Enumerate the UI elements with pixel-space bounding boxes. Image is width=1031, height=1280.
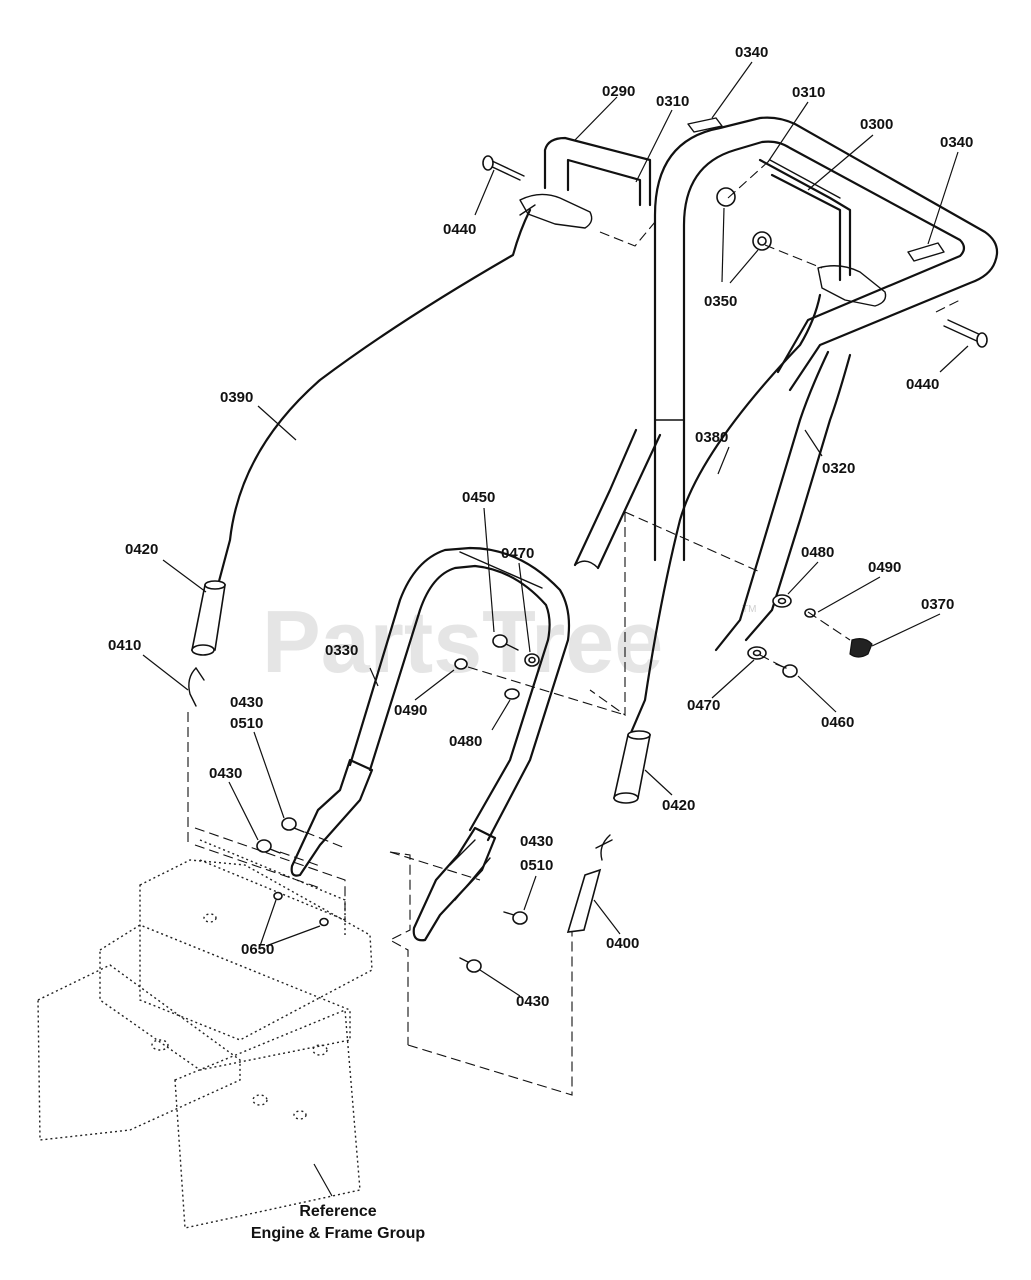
spacers-0350 (716, 187, 772, 251)
callout-0370: 0370 (921, 596, 954, 613)
callout-0430-d: 0430 (516, 993, 549, 1010)
callout-0490-left: 0490 (394, 702, 427, 719)
callout-0510-b: 0510 (520, 857, 553, 874)
callout-0330: 0330 (325, 642, 358, 659)
callout-0300: 0300 (860, 116, 893, 133)
washer-0470-left (524, 653, 540, 667)
bracket-0290 (519, 136, 652, 229)
upper-handle-left-tube (573, 428, 662, 570)
decals-0340 (687, 117, 945, 262)
callout-0320: 0320 (822, 460, 855, 477)
bolt-0440-left (482, 155, 525, 181)
callout-0440-left: 0440 (443, 221, 476, 238)
reference-note-line2: Engine & Frame Group (251, 1225, 425, 1242)
callout-0390: 0390 (220, 389, 253, 406)
reference-note-line1: Reference (299, 1203, 376, 1220)
bolt-0430-0510-a (281, 817, 305, 833)
callout-0480-right: 0480 (801, 544, 834, 561)
bolt-0430-b (459, 957, 482, 973)
callout-0470-top: 0470 (501, 545, 534, 562)
nuts-0650 (273, 891, 329, 927)
callout-0310-right: 0310 (792, 84, 825, 101)
knob-0370 (849, 638, 873, 658)
lower-handle-0320 (714, 350, 852, 652)
grip-0420-left (191, 580, 226, 656)
callout-0480-left: 0480 (449, 733, 482, 750)
callout-0510-a: 0510 (230, 715, 263, 732)
callout-0290: 0290 (602, 83, 635, 100)
bolt-0430-0510-b (503, 911, 528, 925)
callout-0440-right: 0440 (906, 376, 939, 393)
watermark-text: PartsTree (262, 592, 663, 691)
assembly-lines (187, 159, 961, 1096)
callout-0340-top: 0340 (735, 44, 768, 61)
callout-0490-right: 0490 (868, 559, 901, 576)
callout-0420-left: 0420 (125, 541, 158, 558)
watermark-tm: TM (742, 604, 756, 615)
callout-0650: 0650 (241, 941, 274, 958)
cable-0390 (216, 204, 536, 587)
grip-0420-right (613, 730, 651, 804)
callout-0430-b: 0430 (209, 765, 242, 782)
lower-handle-0330 (348, 546, 571, 842)
callout-0470-right: 0470 (687, 697, 720, 714)
callout-0310-left: 0310 (656, 93, 689, 110)
washer-0470-right (747, 646, 767, 660)
cable-0380 (628, 293, 822, 737)
callout-0450: 0450 (462, 489, 495, 506)
nut-0490-left (454, 658, 468, 670)
callout-0340-right: 0340 (940, 134, 973, 151)
leader-lines (142, 61, 969, 1197)
callout-0420-right: 0420 (662, 797, 695, 814)
bolt-0450 (492, 634, 519, 651)
callout-0460: 0460 (821, 714, 854, 731)
bracket-0310 (758, 158, 887, 307)
bolt-0430-a (256, 839, 281, 854)
bolt-0460 (775, 663, 798, 678)
callout-0430-c: 0430 (520, 833, 553, 850)
bolt-0440-right (943, 319, 988, 348)
wire-end-0410 (188, 667, 205, 707)
washer-0480-left (504, 688, 520, 700)
grip-0400 (566, 868, 602, 933)
callout-0350: 0350 (704, 293, 737, 310)
callout-0380: 0380 (695, 429, 728, 446)
plate-0330-left (290, 758, 374, 877)
callout-labels: 0340 0290 0310 0310 0300 0340 0440 0350 … (108, 44, 973, 1010)
upper-handle-0300 (653, 116, 999, 562)
plate-0330-right (412, 826, 497, 942)
washer-0480-right (772, 594, 792, 608)
callout-0400: 0400 (606, 935, 639, 952)
reference-engine-frame (37, 839, 373, 1229)
wire-end-right (595, 834, 613, 861)
callout-0430-a: 0430 (230, 694, 263, 711)
callout-0410: 0410 (108, 637, 141, 654)
